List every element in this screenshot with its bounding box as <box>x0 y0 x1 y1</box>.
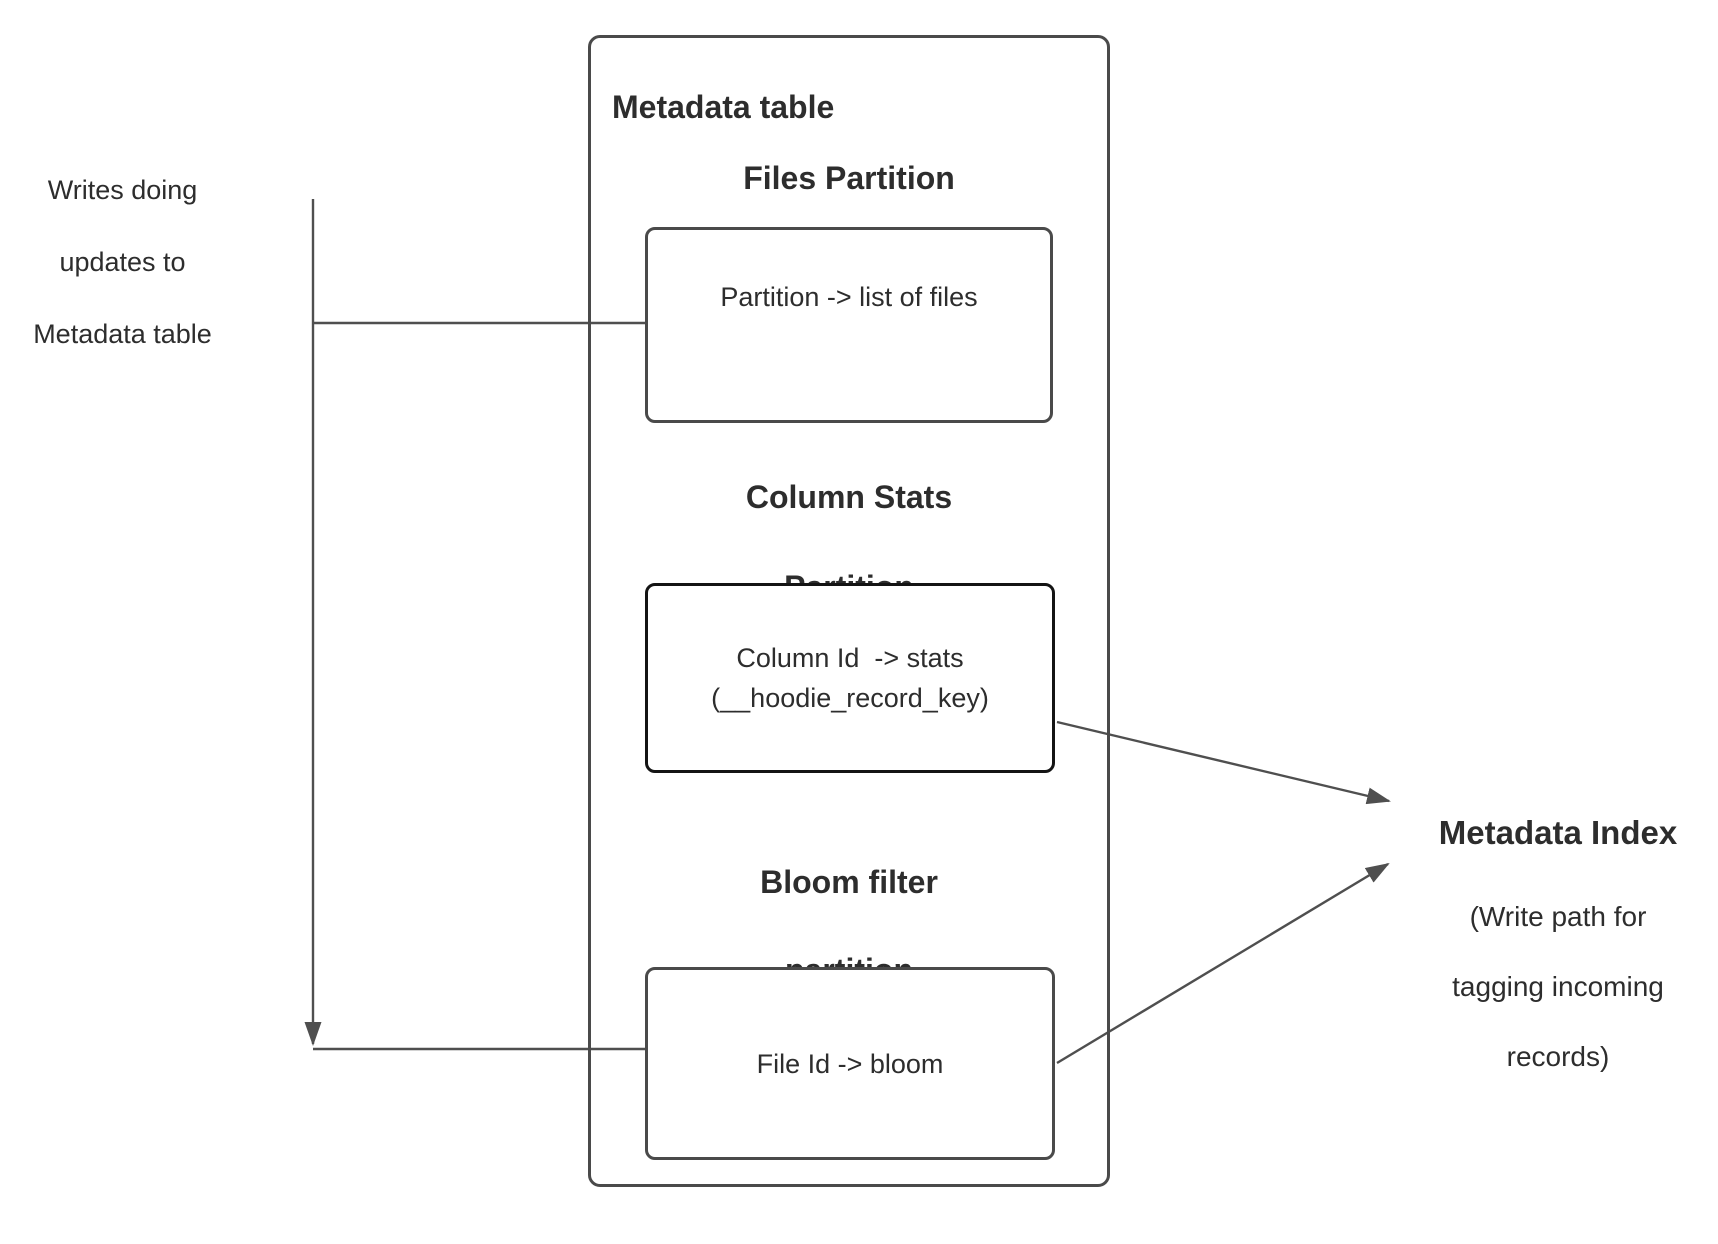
writes-note-line3: Metadata table <box>33 319 212 349</box>
bloom-filter-partition-box: File Id -> bloom <box>645 967 1055 1160</box>
files-partition-box: Partition -> list of files <box>645 227 1053 423</box>
column-stats-heading-line1: Column Stats <box>745 479 953 515</box>
writes-note-line1: Writes doing <box>47 175 198 205</box>
column-stats-label-line1: Column Id -> stats <box>736 643 964 673</box>
metadata-index-subtitle-line3: records) <box>1506 1041 1610 1072</box>
metadata-index-subtitle-line1: (Write path for <box>1469 901 1647 932</box>
files-partition-heading: Files Partition <box>743 160 955 196</box>
column-stats-label-line2: (__hoodie_record_key) <box>711 683 989 713</box>
bloom-to-index-arrow <box>1056 862 1390 1065</box>
metadata-index-subtitle-line2: tagging incoming <box>1452 971 1664 1002</box>
bloom-heading-line1: Bloom filter <box>760 864 938 900</box>
metadata-table-title: Metadata table <box>612 89 835 125</box>
writes-note: Writes doing updates to Metadata table <box>15 172 230 352</box>
writes-note-line2: updates to <box>59 247 186 277</box>
metadata-index-heading: Metadata Index <box>1438 814 1678 851</box>
column-stats-to-index-arrow <box>1056 720 1391 805</box>
files-partition-label: Partition -> list of files <box>720 282 978 312</box>
column-stats-partition-box: Column Id -> stats (__hoodie_record_key) <box>645 583 1055 773</box>
bloom-filter-label: File Id -> bloom <box>756 1048 944 1079</box>
metadata-index-subtitle: (Write path for tagging incoming records… <box>1398 899 1718 1074</box>
metadata-table-container-box <box>588 35 1110 1187</box>
